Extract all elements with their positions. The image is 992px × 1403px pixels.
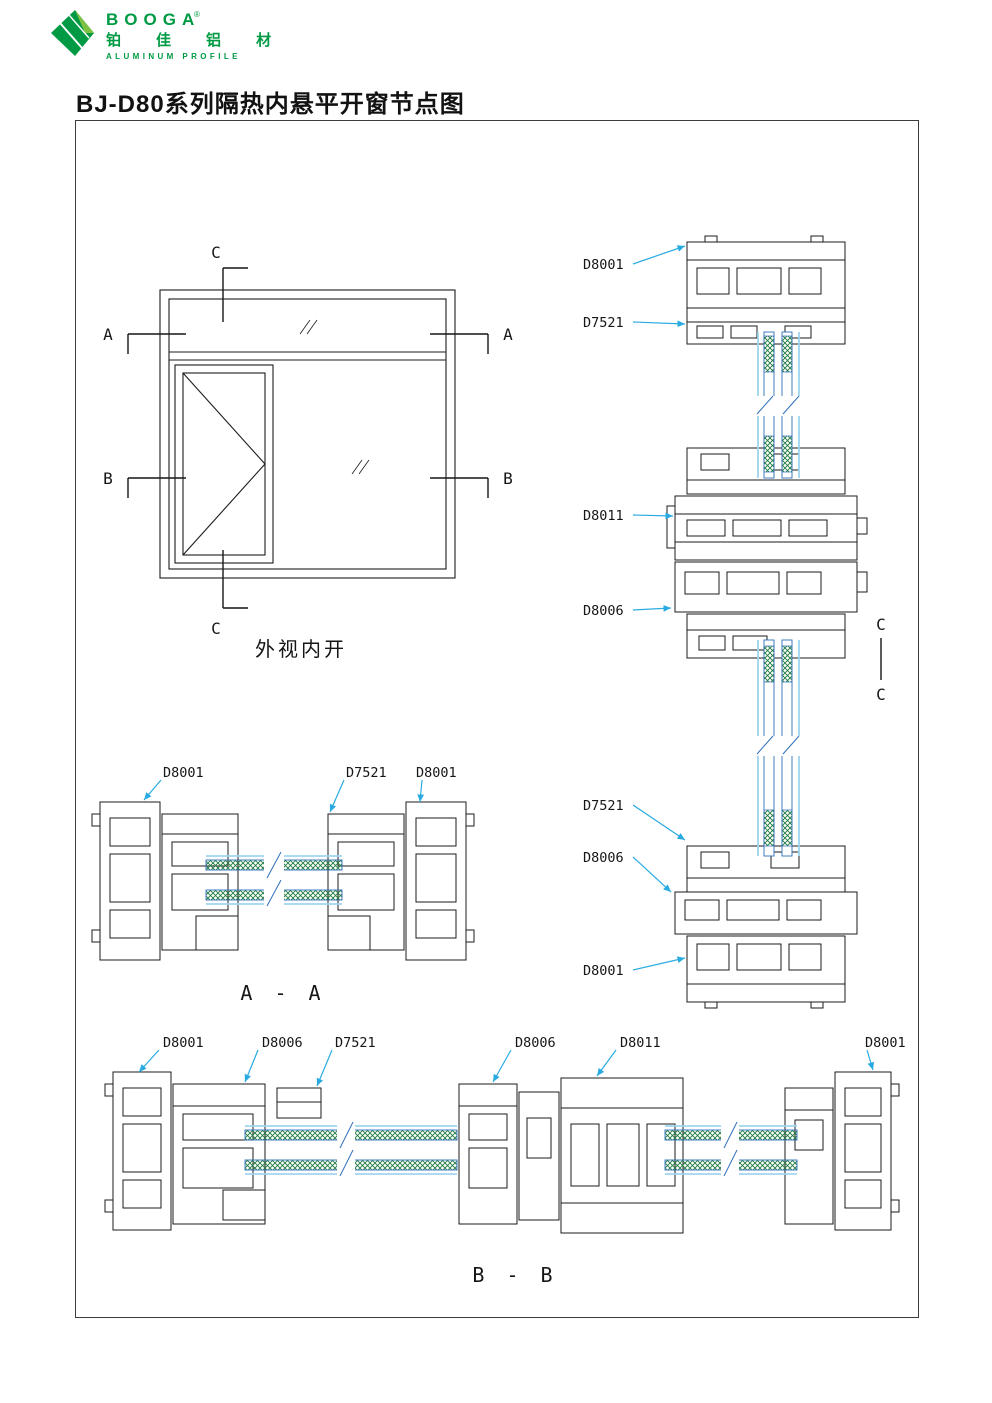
- profile-label: D8001: [163, 1035, 204, 1051]
- window-frame-outline: [159, 289, 456, 579]
- profile-label: D7521: [346, 765, 387, 781]
- logo-chinese-text: 铂 佳 铝 材: [106, 31, 284, 49]
- bb-mid-sash-profile: [458, 1083, 518, 1225]
- profile-label: D8006: [515, 1035, 556, 1051]
- bb-interlock-profile: [518, 1091, 560, 1221]
- mark-c-bottom: C: [211, 619, 221, 638]
- mark-b-left: B: [103, 469, 113, 488]
- aa-left-frame-profile: [91, 801, 161, 961]
- aa-leader-lines: [143, 779, 425, 813]
- cc-top-frame-profile: [686, 235, 846, 309]
- aa-glass-unit: [205, 851, 343, 908]
- section-bb-drawing: D8001 D8006 D7521 D8006 D8011 D8001 B - …: [104, 1035, 906, 1287]
- profile-label: D8011: [620, 1035, 661, 1051]
- mark-b-right: B: [503, 469, 513, 488]
- section-aa-drawing: D8001 D7521 D8001 A - A: [91, 765, 475, 1005]
- bb-right-frame-profile: [834, 1071, 900, 1231]
- section-cc-drawing: D8001 D7521 D8011 D8006 D7521 D8006 D800…: [583, 235, 886, 1009]
- drawing-border: [75, 120, 919, 1318]
- bb-caption: B - B: [472, 1263, 557, 1287]
- profile-label: D7521: [335, 1035, 376, 1051]
- logo-brand-text: BOOGA: [106, 10, 200, 29]
- bb-glazing-bead-profile: [276, 1087, 322, 1119]
- logo-tagline: ALUMINUM PROFILE: [106, 52, 241, 61]
- profile-label: D7521: [583, 315, 624, 331]
- cc-glass-unit-upper: [753, 331, 805, 479]
- cc-side-mark-bottom: C: [876, 685, 886, 704]
- bb-glass-unit-left: [244, 1120, 458, 1178]
- mark-c-top: C: [211, 243, 221, 262]
- section-cut-marks: [127, 267, 489, 609]
- bb-casement-sash-profile: [172, 1083, 266, 1225]
- company-logo: BOOGA ® 铂 佳 铝 材 ALUMINUM PROFILE: [51, 10, 284, 61]
- logo-registered-mark: ®: [194, 10, 200, 19]
- aa-caption: A - A: [240, 981, 325, 1005]
- profile-label: D8006: [583, 603, 624, 619]
- page-title: BJ-D80系列隔热内悬平开窗节点图: [76, 91, 465, 118]
- bb-right-bead-profile: [784, 1087, 834, 1225]
- profile-label: D8006: [262, 1035, 303, 1051]
- aa-right-frame-profile: [405, 801, 475, 961]
- cc-leader-lines: [632, 245, 686, 971]
- elevation-caption: 外视内开: [255, 637, 347, 661]
- casement-sash-outline: [174, 364, 274, 564]
- aa-right-sash-profile: [327, 813, 405, 951]
- bb-glass-unit-right: [664, 1120, 798, 1178]
- cc-mid-frame-profile: [674, 561, 868, 659]
- profile-label: D8001: [583, 257, 624, 273]
- profile-label: D8001: [416, 765, 457, 781]
- profile-label: D8001: [583, 963, 624, 979]
- cc-lower-frame-profile: [674, 891, 858, 935]
- logo-diamond-icon: [51, 10, 94, 56]
- profile-label: D8011: [583, 508, 624, 524]
- cc-glass-unit-lower: [753, 639, 805, 857]
- profile-label: D8001: [163, 765, 204, 781]
- bb-mullion-profile: [560, 1077, 684, 1234]
- cc-transom-profile: [666, 495, 868, 561]
- profile-label: D8001: [865, 1035, 906, 1051]
- mark-a-left: A: [103, 325, 113, 344]
- cc-bottom-frame-profile: [686, 935, 846, 1009]
- bb-leader-lines: [138, 1049, 875, 1087]
- glass-hatch-marks: [299, 319, 370, 475]
- bb-left-frame-profile: [104, 1071, 172, 1231]
- cc-side-mark-top: C: [876, 615, 886, 634]
- elevation-drawing: C C A A B B 外视内开: [103, 243, 513, 661]
- profile-label: D8006: [583, 850, 624, 866]
- mark-a-right: A: [503, 325, 513, 344]
- aa-left-sash-profile: [161, 813, 239, 951]
- profile-label: D7521: [583, 798, 624, 814]
